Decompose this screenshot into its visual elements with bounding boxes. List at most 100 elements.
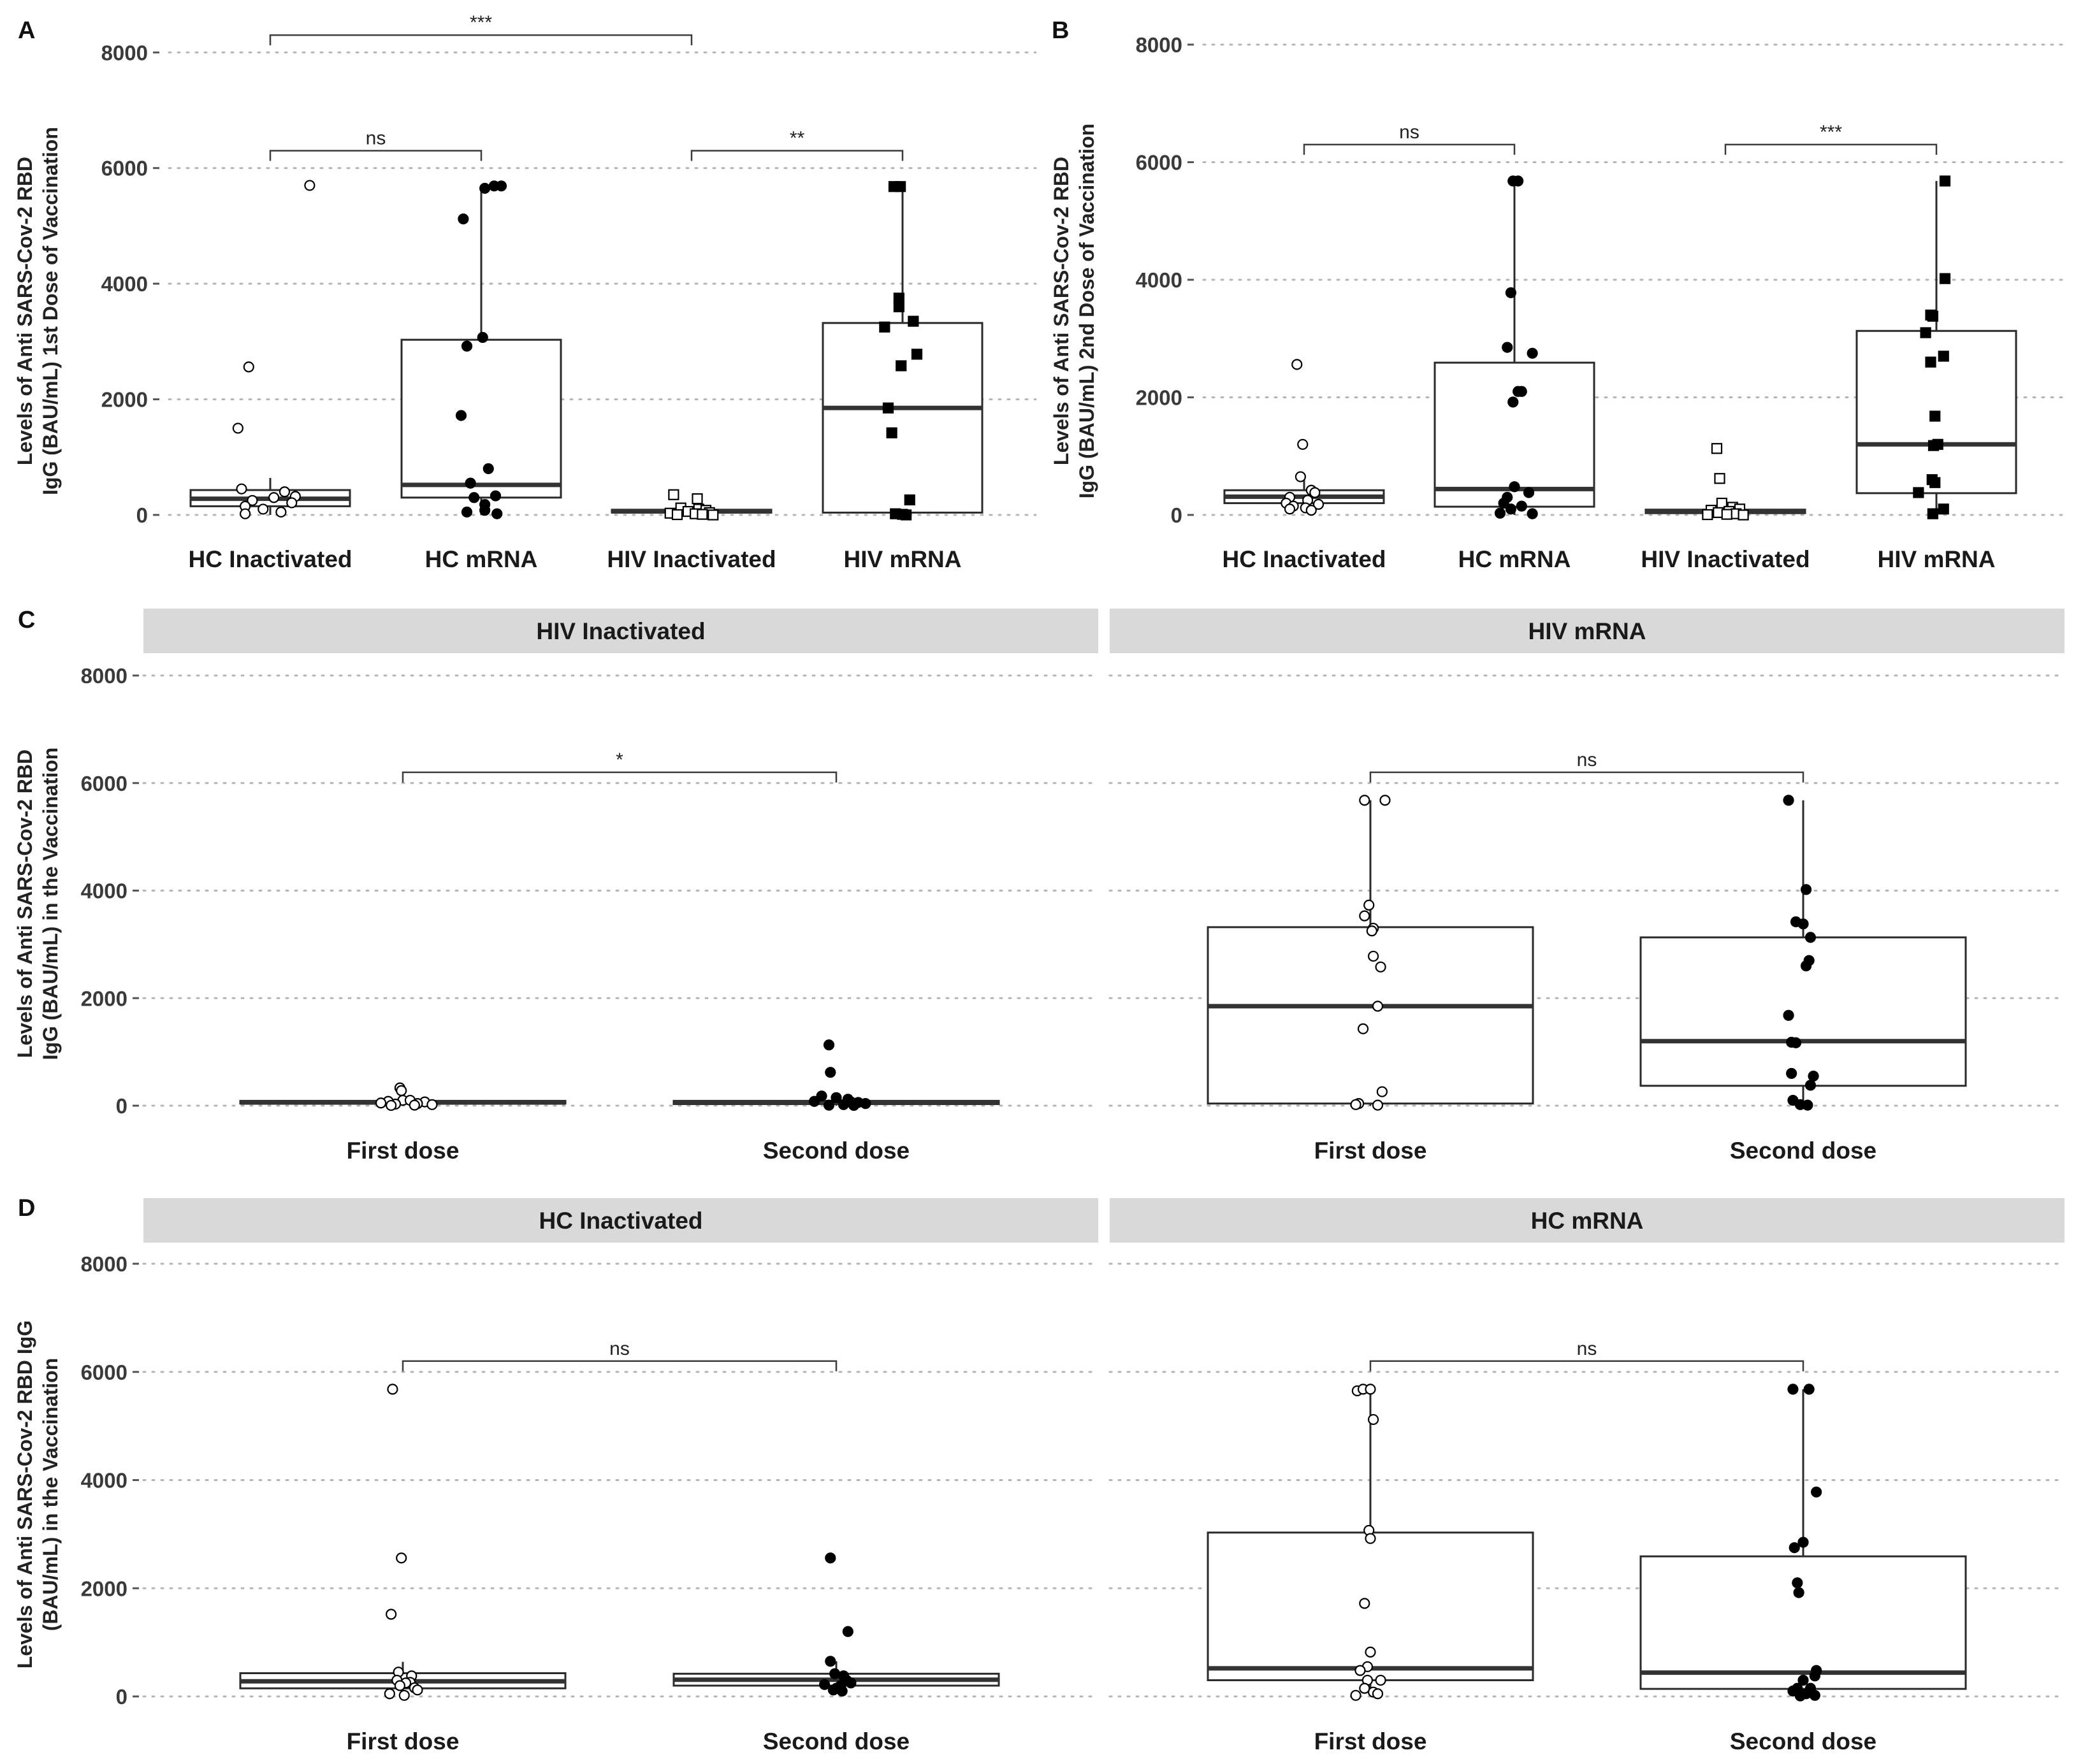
panel-b-data-point-12 xyxy=(1913,487,1924,498)
panel-b-data-point-10 xyxy=(1523,487,1535,498)
panel-c-facet0-data-point-9 xyxy=(426,1099,438,1110)
panel-a-y-tick-label-8000: 8000 xyxy=(101,41,148,64)
panel-a-data-point-2 xyxy=(232,423,243,434)
panel-c-facet1-data-point-3 xyxy=(1797,918,1809,930)
panel-a-y-tick-label-2000: 2000 xyxy=(101,388,148,412)
panel-a-data-point-3 xyxy=(236,483,247,495)
panel-c-facet1-data-point-1 xyxy=(1800,884,1812,895)
panel-a-data-point-6 xyxy=(455,410,467,421)
panel-a-x-tick-label: HIV Inactivated xyxy=(607,546,776,572)
panel-c-facet0-data-point-9 xyxy=(838,1099,850,1110)
panel-c-facet1-data-point-0 xyxy=(1359,795,1370,806)
panel-d-facet1-significance-label: ns xyxy=(1577,1338,1597,1359)
panel-b-data-point-3 xyxy=(1927,310,1938,322)
panel-d-facet1-data-point-6 xyxy=(1793,1587,1804,1598)
facet-strip-d-right-label: HC mRNA xyxy=(1531,1208,1644,1234)
panel-b-data-point-0 xyxy=(1711,443,1723,454)
panel-c-facet0-x-tick-label: First dose xyxy=(347,1138,460,1164)
panel-a-data-point-10 xyxy=(904,494,915,506)
panel-c-facet1-data-point-11 xyxy=(1808,1070,1819,1082)
panel-c-facet1-data-point-9 xyxy=(1357,1023,1369,1034)
panel-c-facet1-data-point-7 xyxy=(1783,1009,1794,1021)
panel-a-data-point-11 xyxy=(708,509,719,521)
panel-b-data-point-14 xyxy=(1527,508,1538,519)
facet-strip-c-right-bg xyxy=(1110,609,2065,653)
panel-a-significance-label: ns xyxy=(366,128,386,149)
panel-d-y-axis-title-line1: Levels of Anti SARS-Cov-2 RBD IgG xyxy=(13,1320,36,1668)
panel-d-facet0-data-point-6 xyxy=(845,1677,857,1689)
facet-strip-d-left: HC Inactivated xyxy=(143,1198,1098,1243)
panel-c-facet0-significance-bracket xyxy=(402,771,838,783)
panel-label-c: C xyxy=(18,607,35,633)
panel-d-y-tick-label-8000: 8000 xyxy=(81,1252,127,1276)
panel-d-facet1-data-point-12 xyxy=(1359,1682,1370,1694)
panel-b-data-point-12 xyxy=(1305,505,1317,516)
panel-c-facet1-data-point-15 xyxy=(1802,1099,1813,1111)
panel-c-facet1-data-point-7 xyxy=(1375,961,1386,972)
panel-d-y-axis-title-line2: (BAU/mL) in the Vaccination xyxy=(39,1358,62,1631)
panel-c-facet1-box xyxy=(1639,936,1967,1087)
panel-d-facet1-data-point-1 xyxy=(1803,1384,1815,1395)
panel-d-facet1-data-point-14 xyxy=(1350,1689,1361,1701)
panel-b-data-point-11 xyxy=(1738,509,1749,521)
panel-d-facet0-data-point-11 xyxy=(398,1689,410,1701)
panel-c-y-tick-label-2000: 2000 xyxy=(81,987,127,1010)
panel-d-facet1-data-point-8 xyxy=(1809,1670,1820,1682)
panel-c-facet0-data-point-10 xyxy=(823,1099,835,1111)
panel-a-data-point-3 xyxy=(893,301,904,313)
panel-d-facet1-data-point-2 xyxy=(1811,1486,1822,1498)
panel-b-data-point-2 xyxy=(1295,471,1306,482)
panel-d-facet0-data-point-0 xyxy=(387,1384,398,1395)
panel-d-facet0-data-point-10 xyxy=(827,1684,839,1696)
panel-d-facet0-x-tick-label: First dose xyxy=(347,1728,460,1754)
panel-b-data-point-1 xyxy=(1714,473,1725,484)
facet-strip-c-right-label: HIV mRNA xyxy=(1528,618,1646,644)
panel-c-facet0-data-point-1 xyxy=(825,1067,836,1078)
panel-b: B Levels of Anti SARS-Cov-2 RBD IgG (BAU… xyxy=(1050,17,2070,572)
panel-a-data-point-14 xyxy=(479,505,491,516)
panel-d-facet1-x-tick-label: First dose xyxy=(1314,1728,1427,1754)
panel-d-facet0-significance-bracket xyxy=(402,1360,838,1371)
panel-c-y-tick-label-0: 0 xyxy=(116,1094,127,1118)
panel-d-facet1-data-point-5 xyxy=(1365,1533,1376,1544)
panel-b-data-point-12 xyxy=(1516,500,1527,512)
facet-strip-c-left-label: HIV Inactivated xyxy=(536,618,705,644)
panel-a-data-point-11 xyxy=(275,506,287,518)
panel-b-significance-bracket xyxy=(1303,143,1516,155)
panel-c-facet1-data-point-6 xyxy=(1367,950,1379,962)
panel-c-facet1-data-point-4 xyxy=(1804,932,1817,943)
panel-c-facet1-x-tick-label: First dose xyxy=(1314,1138,1427,1164)
panel-label-d: D xyxy=(18,1195,35,1222)
panel-a-significance-label: *** xyxy=(470,12,492,33)
panel-c-y-tick-label-6000: 6000 xyxy=(81,772,127,795)
panel-a-data-point-2 xyxy=(495,180,507,192)
panel-d-facet1-significance-bracket xyxy=(1369,1360,1804,1371)
panel-b-significance-label: ns xyxy=(1399,122,1419,143)
panel-a-data-point-4 xyxy=(908,315,919,327)
panel-b-data-point-0 xyxy=(1291,359,1303,370)
panel-d-facet1-data-point-0 xyxy=(1787,1384,1799,1395)
panel-a-significance-bracket xyxy=(690,150,904,161)
panel-c-facet0-data-point-0 xyxy=(823,1039,835,1051)
panel-c-facet0-data-point-6 xyxy=(375,1097,387,1109)
panel-d-facet1-x-tick-label: Second dose xyxy=(1730,1728,1876,1754)
panel-d-y-tick-label-2000: 2000 xyxy=(81,1577,127,1600)
facet-strip-c-left-bg xyxy=(143,609,1098,653)
panel-c-y-tick-label-8000: 8000 xyxy=(81,664,127,688)
panel-a-data-point-10 xyxy=(258,503,269,515)
panel-b-data-point-7 xyxy=(1929,410,1941,422)
panel-d-facet1-data-point-4 xyxy=(1789,1542,1800,1554)
panel-c-facet1-data-point-5 xyxy=(1366,925,1377,937)
panel-a-data-point-9 xyxy=(886,427,897,438)
panel-c-facet0-significance-label: * xyxy=(616,749,623,770)
panel-c-facet1-data-point-6 xyxy=(1800,960,1812,972)
panel-b-data-point-1 xyxy=(1513,175,1524,187)
panel-b-data-point-1 xyxy=(1297,438,1309,450)
panel-c-y-tick-label-4000: 4000 xyxy=(81,879,127,903)
panel-b-x-tick-label: HIV Inactivated xyxy=(1641,546,1810,572)
panel-b-data-point-4 xyxy=(1309,487,1321,498)
panel-b-data-point-11 xyxy=(1498,497,1509,509)
panel-d-facet1-data-point-5 xyxy=(1792,1577,1803,1589)
panel-d-facet0-data-point-0 xyxy=(825,1552,836,1564)
panel-a-data-point-3 xyxy=(458,213,469,225)
